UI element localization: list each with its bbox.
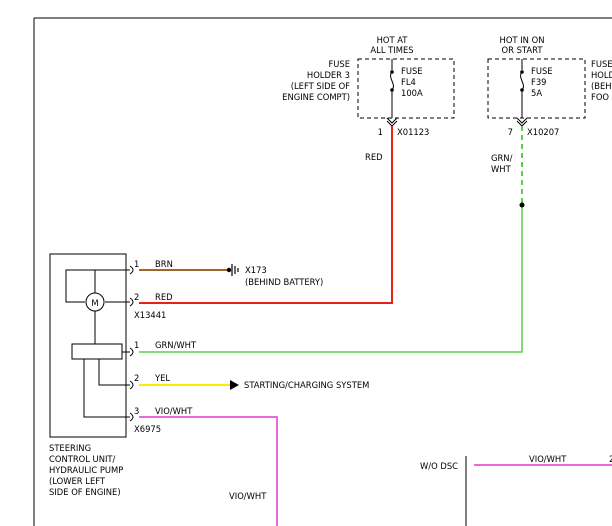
control-unit-box: [49, 253, 127, 438]
ground-id: X173: [245, 265, 267, 275]
connector-x01123-id: X01123: [397, 127, 429, 137]
wo-dsc-label: W/O DSC: [420, 461, 458, 471]
wire-grn-wht: [139, 205, 523, 353]
pin-number-grn-wht: 1: [134, 340, 139, 350]
ground-terminal-dot: [226, 267, 232, 273]
fuse-f39-label: FUSE: [531, 66, 553, 76]
fuse-fl4-holder-box: [357, 58, 455, 119]
wires: [139, 126, 612, 526]
wire-red: [139, 126, 393, 304]
pin-number-red: 2: [134, 292, 139, 302]
pin-connector-grn-wht: [129, 347, 134, 357]
connector-x10207-symbol: [516, 117, 528, 127]
fuse-holder-label-1: FUSE: [328, 59, 350, 69]
supply-label-hot-at: HOT AT: [377, 35, 409, 45]
fuse-fl4-group: HOT AT ALL TIMES FUSE HOLDER 3 (LEFT SID…: [282, 35, 455, 137]
wire-label-vio-wht: VIO/WHT: [155, 406, 193, 416]
pin-connector-vio-wht: [129, 412, 134, 422]
fuse-f39-rating: 5A: [531, 88, 542, 98]
internal-wire-module-vio: [83, 359, 130, 418]
component-label-5: SIDE OF ENGINE): [49, 487, 121, 497]
ground-location: (BEHIND BATTERY): [245, 277, 323, 287]
connector-x10207-id: X10207: [527, 127, 559, 137]
pin-connector-red: [129, 297, 134, 307]
supply-label-hot-in-on: HOT IN ON: [500, 35, 545, 45]
fuse-fl4-id: FL4: [401, 77, 416, 87]
internal-wire-brn: [94, 269, 130, 294]
wire-label-red: RED: [155, 292, 173, 302]
wire-label-grn-wht: GRN/WHT: [155, 340, 197, 350]
ground-x173: X173 (BEHIND BATTERY): [226, 264, 323, 287]
wire-label-brn: BRN: [155, 259, 173, 269]
fuse-fl4-label: FUSE: [401, 66, 423, 76]
splice-dot: [519, 202, 525, 208]
fuse-holder-2-label-4: FOO: [591, 92, 609, 102]
right-edge-pin: 2: [609, 454, 612, 464]
connector-x6975: X6975: [134, 424, 161, 434]
internal-wire-motor-left: [65, 269, 95, 303]
fuse-f39-group: HOT IN ON OR START FUSE F39 5A FUSE HOLD…: [487, 35, 612, 137]
page-frame: [33, 17, 612, 526]
wire-label-vio-wht-drop: VIO/WHT: [229, 491, 267, 501]
connector-x10207-pin: 7: [508, 127, 513, 137]
component-label-3: HYDRAULIC PUMP: [49, 465, 123, 475]
component-label-4: (LOWER LEFT: [49, 476, 106, 486]
wire-label-red-vertical: RED: [365, 152, 383, 162]
motor-symbol: M: [91, 298, 98, 308]
fuse-holder-label-4: ENGINE COMPT): [282, 92, 350, 102]
pin-connector-yel: [129, 380, 134, 390]
supply-label-or-start: OR START: [502, 45, 544, 55]
destination-arrow-icon: [230, 380, 239, 390]
supply-label-all-times: ALL TIMES: [370, 45, 413, 55]
connector-x01123-pin: 1: [378, 127, 383, 137]
fuse-holder-label-3: (LEFT SIDE OF: [291, 81, 350, 91]
wire-label-yel: YEL: [154, 373, 170, 383]
wire-vio-wht: [139, 416, 278, 526]
destination-starting-charging: STARTING/CHARGING SYSTEM: [244, 380, 369, 390]
component-label-1: STEERING: [49, 443, 91, 453]
fuse-f39-id: F39: [531, 77, 546, 87]
fuse-fl4-rating: 100A: [401, 88, 423, 98]
fuse-f39-symbol: [520, 71, 524, 91]
wire-label-vio-wht-right: VIO/WHT: [529, 454, 567, 464]
fuse-holder-2-label-1: FUSE: [591, 59, 612, 69]
pin-number-brn: 1: [134, 259, 139, 269]
steering-control-unit: M 1 2 1 2 3 X13441 X6975 STEERING CONTRO…: [49, 253, 166, 497]
control-module-block: [71, 343, 123, 360]
internal-wire-module-yel: [98, 359, 130, 386]
fuse-fl4-symbol: [390, 71, 394, 91]
component-label-2: CONTROL UNIT/: [49, 454, 116, 464]
fuse-holder-label-2: HOLDER 3: [307, 70, 350, 80]
connector-x13441: X13441: [134, 310, 166, 320]
connector-x01123-symbol: [386, 117, 398, 127]
fuse-holder-2-label-3: (BEH: [591, 81, 612, 91]
pin-number-vio-wht: 3: [134, 406, 139, 416]
wire-label-grn-wht-vertical-2: WHT: [491, 164, 512, 174]
pin-number-yel: 2: [134, 373, 139, 383]
fuse-holder-2-label-2: HOLD: [591, 70, 612, 80]
fuse-f39-holder-box: [487, 58, 586, 119]
wire-label-grn-wht-vertical-1: GRN/: [491, 153, 513, 163]
pin-connector-brn: [129, 265, 134, 275]
